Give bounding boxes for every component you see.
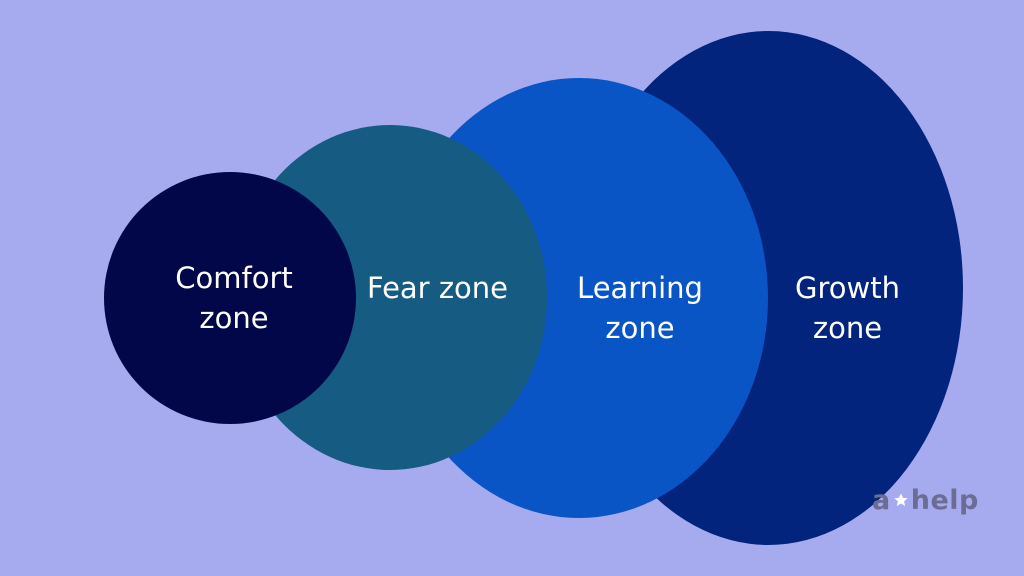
comfort-zone-label-line1: Comfort (175, 261, 293, 295)
growth-zone-label-line2: zone (812, 311, 883, 345)
comfort-zone-label-line2: zone (199, 301, 269, 335)
logo-prefix: a (872, 484, 891, 516)
star-icon (894, 493, 908, 506)
fear-zone-label: Fear zone (350, 268, 525, 308)
ahelp-logo: a help (872, 482, 979, 518)
learning-zone-label: Learning zone (555, 268, 725, 348)
learning-zone-label-line1: Learning (577, 271, 703, 305)
comfort-zone-circle (104, 172, 356, 424)
fear-zone-label-line1: Fear zone (366, 271, 509, 305)
logo-suffix: help (910, 484, 979, 516)
growth-zone-label: Growth zone (765, 268, 930, 348)
growth-zone-label-line1: Growth (795, 271, 900, 305)
learning-zone-label-line2: zone (605, 311, 675, 345)
comfort-zone-label: Comfort zone (120, 258, 348, 338)
